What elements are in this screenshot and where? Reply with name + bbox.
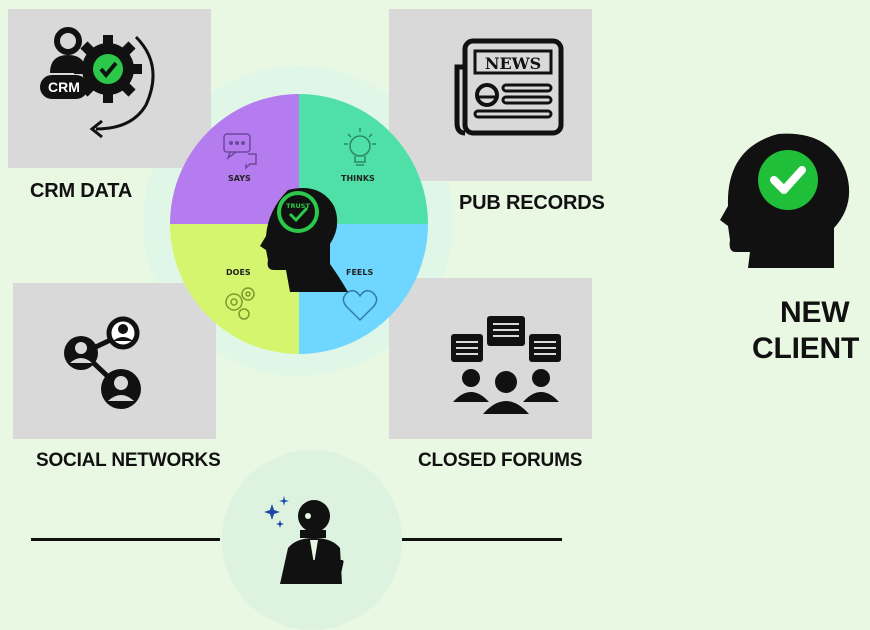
trust-badge-text: TRUST (286, 202, 310, 210)
closed-forums-card (389, 278, 592, 439)
says-quadrant (170, 94, 299, 224)
thinks-quadrant (299, 94, 428, 224)
thinks-label: THINKS (341, 174, 375, 183)
left-connector-line (31, 538, 220, 541)
trust-badge (277, 191, 319, 233)
new-client-label-line1: NEW (780, 296, 850, 329)
lightbulb-icon (344, 128, 376, 166)
crm-data-label: CRM DATA (30, 180, 133, 202)
pub-records-card: NEWS (389, 9, 592, 181)
social-network-icon (64, 316, 141, 409)
new-client-head-icon (720, 133, 850, 268)
ai-agent-icon (264, 496, 344, 584)
newspaper-icon: NEWS (454, 38, 564, 136)
does-quadrant (170, 224, 299, 354)
feels-label: FEELS (346, 268, 374, 277)
gears-icon (225, 287, 255, 320)
empathy-map: TRUST SAYS THINKS DOES FEELS (170, 94, 428, 354)
says-label: SAYS (228, 174, 251, 183)
empathy-map-quadrants: TRUST (170, 94, 428, 354)
forum-group-icon (451, 316, 561, 414)
does-label: DOES (226, 268, 251, 277)
chat-bubble-icon (223, 133, 257, 170)
new-client-label-line2: CLIENT (752, 332, 860, 365)
news-badge-text: NEWS (485, 54, 541, 73)
crm-badge-text: CRM (48, 79, 80, 95)
heart-icon (342, 289, 378, 322)
social-networks-card (13, 283, 216, 439)
crm-icon: CRM (40, 27, 155, 139)
feels-quadrant (299, 224, 428, 354)
crm-data-card: CRM (8, 9, 211, 168)
pub-records-label: PUB RECORDS (459, 192, 605, 214)
closed-forums-label: CLOSED FORUMS (418, 450, 583, 471)
social-networks-label: SOCIAL NETWORKS (36, 450, 221, 471)
right-connector-line (402, 538, 562, 541)
